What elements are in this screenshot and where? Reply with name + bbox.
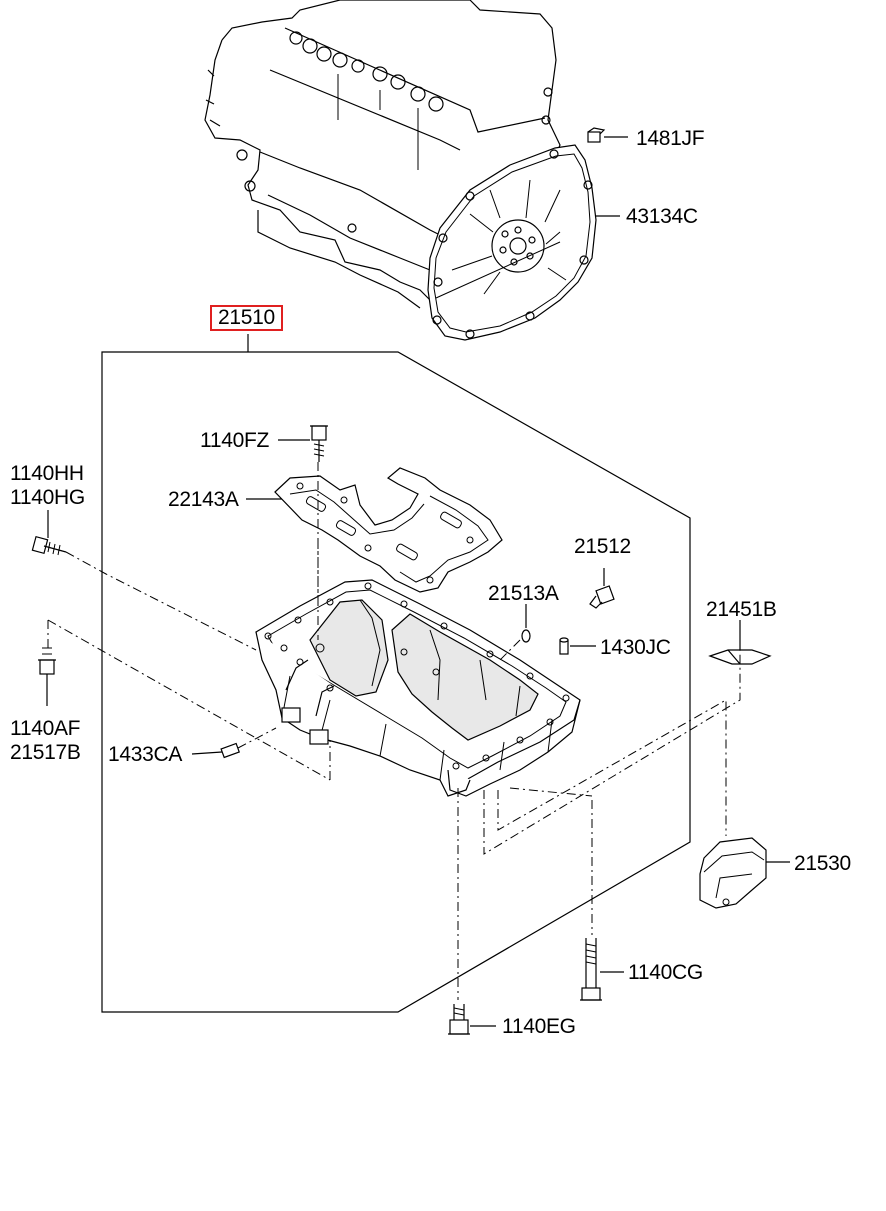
part-label-1140af[interactable]: 1140AF xyxy=(10,717,81,740)
part-label-1140fz[interactable]: 1140FZ xyxy=(200,429,270,452)
bolt-1140hh-illustration xyxy=(31,535,67,556)
part-label-22143a[interactable]: 22143A xyxy=(168,488,239,511)
part-label-21512[interactable]: 21512 xyxy=(574,535,631,558)
part-label-1481jf[interactable]: 1481JF xyxy=(636,127,705,150)
engine-block-illustration xyxy=(204,0,561,309)
oil-pan-illustration xyxy=(255,579,581,797)
part-label-21451b[interactable]: 21451B xyxy=(706,598,777,621)
part-label-1140hg[interactable]: 1140HG xyxy=(10,486,85,509)
dowel-1430jc-illustration xyxy=(559,637,569,655)
part-label-43134c[interactable]: 43134C xyxy=(626,205,698,228)
part-label-21517b[interactable]: 21517B xyxy=(10,741,81,764)
assembly-boundary xyxy=(101,334,691,1013)
bolt-1140af-illustration xyxy=(38,647,56,682)
drain-plug-illustration xyxy=(589,585,615,609)
washer-illustration xyxy=(521,629,531,643)
part-label-1140cg[interactable]: 1140CG xyxy=(628,961,703,984)
bolt-1140eg-illustration xyxy=(448,1004,470,1035)
part-label-21510-highlighted[interactable]: 21510 xyxy=(210,305,283,331)
part-label-21513a[interactable]: 21513A xyxy=(488,582,559,605)
part-label-1433ca[interactable]: 1433CA xyxy=(108,743,183,766)
part-label-1140eg[interactable]: 1140EG xyxy=(502,1015,576,1038)
part-label-1140hh[interactable]: 1140HH xyxy=(10,462,84,485)
flywheel-cover-illustration xyxy=(427,127,606,341)
bolt-1140cg-illustration xyxy=(580,938,602,1001)
part-21530-illustration xyxy=(699,837,767,909)
part-label-1430jc[interactable]: 1430JC xyxy=(600,636,671,659)
bolt-1140fz-illustration xyxy=(310,425,328,462)
dowel-1433ca-illustration xyxy=(220,742,240,759)
gasket-22143a-illustration xyxy=(274,467,503,593)
part-label-21530[interactable]: 21530 xyxy=(794,852,851,875)
